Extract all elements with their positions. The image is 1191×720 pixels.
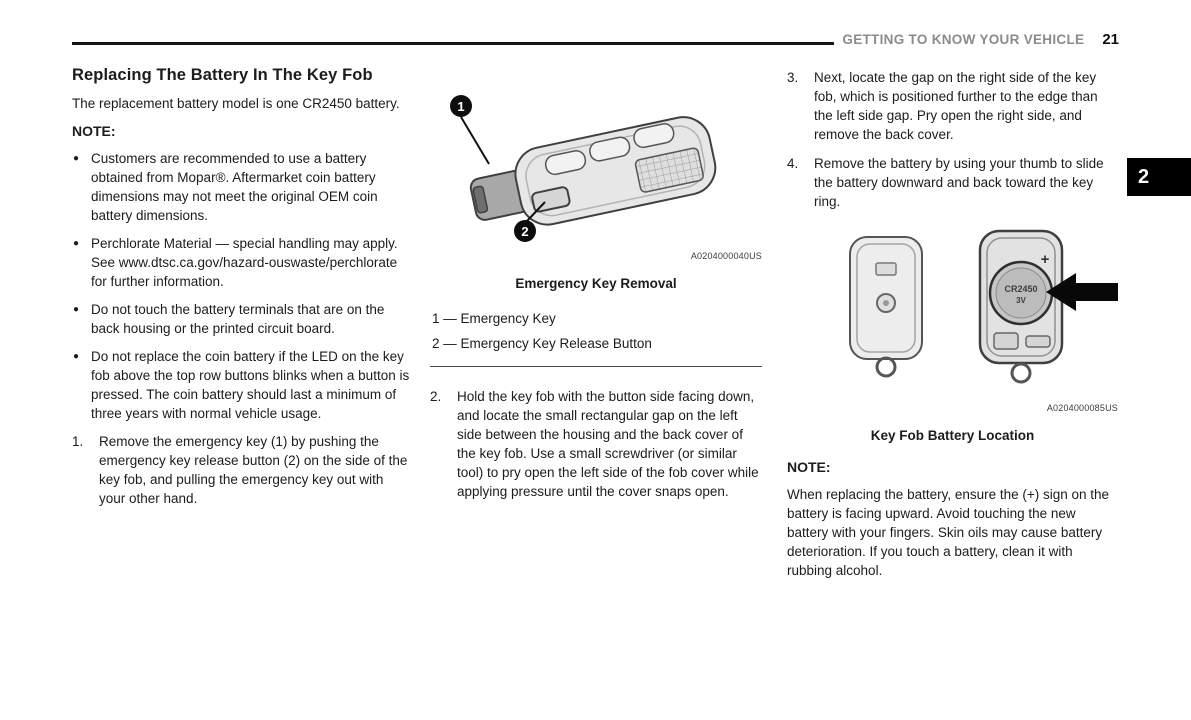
figure-emergency-key-removal: 1 2 A0204000040US Emergency Key Removal [430,84,762,293]
list-item: ● Perchlorate Material — special handlin… [72,234,412,291]
legend-item: 2 — Emergency Key Release Button [432,336,652,351]
bullet-text: Customers are recommended to use a batte… [91,151,378,223]
step-item-1: 1. Remove the emergency key (1) by pushi… [72,432,412,508]
bullet-text: Do not touch the battery terminals that … [91,302,385,336]
page-number: 21 [1102,31,1119,48]
note-label: NOTE: [787,459,831,475]
figure-caption: Emergency Key Removal [515,276,677,291]
bullet-text: Perchlorate Material — special handling … [91,236,398,289]
note-label: NOTE: [72,123,116,139]
battery-location-illustration: + CR2450 3V [848,229,1118,384]
right-column: 3. Next, locate the gap on the right sid… [787,68,1118,587]
callout-1-badge [450,95,472,117]
chapter-tab: 2 [1127,158,1191,196]
page-title: Replacing The Battery In The Key Fob [72,66,373,84]
bullet-text: Do not replace the coin battery if the L… [91,349,410,421]
emergency-key-blade [472,185,489,214]
figure-code: A0204000040US [690,251,762,261]
callout-2-badge [514,220,536,242]
list-item: ● Customers are recommended to use a bat… [72,149,412,225]
step-text: Remove the emergency key (1) by pushing … [99,434,408,506]
callout-1-number: 1 [457,99,464,114]
key-ring-left [875,356,896,378]
note-paragraph: When replacing the battery, ensure the (… [787,487,1110,578]
battery-voltage: 3V [1016,296,1026,305]
legend-item: 1 — Emergency Key [432,311,556,326]
bullet-icon: ● [73,238,80,249]
chapter-tab-number: 2 [1138,165,1150,188]
panic-button [634,147,704,193]
step-number: 3. [787,70,799,85]
step-number: 2. [430,389,442,404]
intro-paragraph: The replacement battery model is one CR2… [72,96,400,111]
cover-latch [874,262,897,276]
fob-button-1 [544,150,587,176]
battery-plus-sign: + [1040,251,1049,268]
battery-arrow-icon [1045,273,1118,311]
step-text: Next, locate the gap on the right side o… [814,70,1098,142]
bullet-icon: ● [73,351,80,362]
callout-2-line [526,201,546,222]
step-text: Remove the battery by using your thumb t… [814,156,1104,209]
fob-front-with-battery: + CR2450 3V [978,229,1063,384]
step-text: Hold the key fob with the button side fa… [457,389,759,499]
battery-clip [992,332,1019,350]
list-item: ● Do not touch the battery terminals tha… [72,300,412,338]
figure-battery-location: + CR2450 3V A0204000085US Key Fob Batter… [787,221,1118,445]
key-ring-right [1010,362,1031,384]
callout-2-number: 2 [521,224,528,239]
battery-clip-2 [1024,335,1051,348]
callout-1-line [460,116,490,165]
step-item-3: 3. Next, locate the gap on the right sid… [787,68,1118,144]
middle-column: 1 2 A0204000040US Emergency Key Removal … [430,84,762,511]
key-fob-body [469,116,717,226]
figure-code: A0204000085US [1046,403,1118,413]
fob-button-3 [633,123,675,149]
figure-caption: Key Fob Battery Location [870,428,1035,443]
page-header: GETTING TO KNOW YOUR VEHICLE 21 [842,31,1119,48]
step-item-2: 2. Hold the key fob with the button side… [430,387,762,501]
section-title: GETTING TO KNOW YOUR VEHICLE [842,32,1085,47]
step-item-4: 4. Remove the battery by using your thum… [787,154,1118,211]
battery-label: CR2450 [1004,284,1037,294]
bullet-icon: ● [73,304,80,315]
header-rule [72,42,834,45]
step-number: 1. [72,434,84,449]
left-column: Replacing The Battery In The Key Fob The… [72,66,412,518]
step-number: 4. [787,156,799,171]
bullet-icon: ● [73,153,80,164]
fob-button-2 [589,136,631,162]
list-item: ● Do not replace the coin battery if the… [72,347,412,423]
key-fob-illustration: 1 2 [450,95,717,242]
fob-back-cover [848,236,923,378]
figure-legend: 1 — Emergency Key 2 — Emergency Key Rele… [430,306,762,367]
